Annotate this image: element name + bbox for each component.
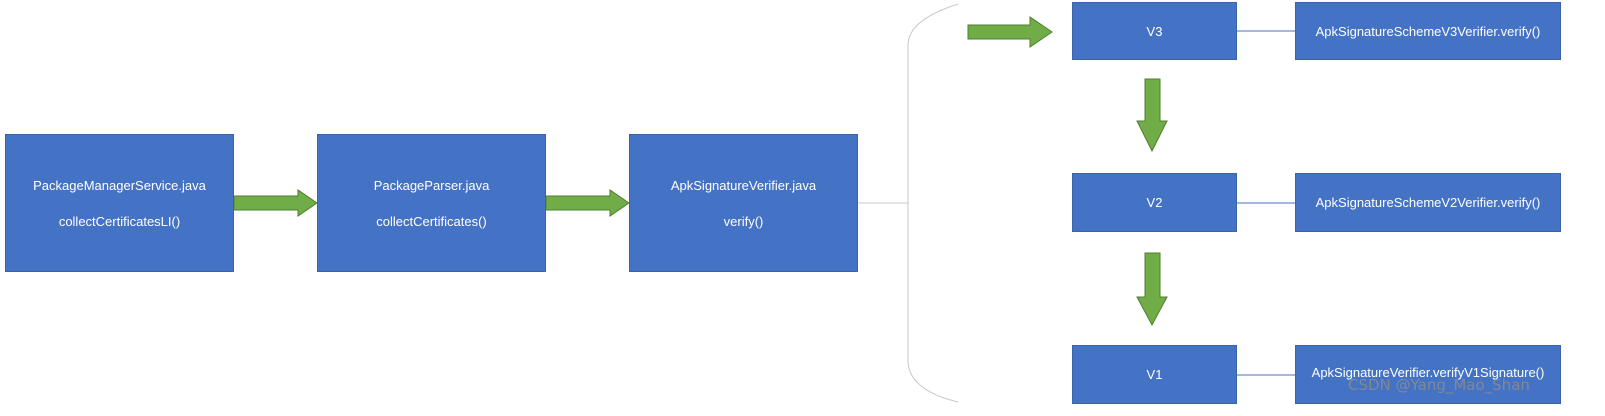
scheme-v1-method-label: ApkSignatureVerifier.verifyV1Signature() [1311, 365, 1545, 380]
scheme-v1-label: V1 [1146, 367, 1163, 382]
arrow-to-v3 [967, 16, 1053, 48]
watermark-text: CSDN @Yang_Mao_Shan [1348, 376, 1530, 394]
apk-signature-verifier-box: ApkSignatureVerifier.java verify() [629, 134, 858, 272]
bracket-line [858, 3, 959, 403]
pms-file-label: PackageManagerService.java [33, 177, 206, 193]
package-parser-box: PackageParser.java collectCertificates() [317, 134, 546, 272]
scheme-v1-box: V1 [1072, 345, 1237, 404]
arrow-parser-to-verifier [545, 189, 630, 217]
scheme-v3-box: V3 [1072, 2, 1237, 60]
arrow-v3-to-v2 [1136, 78, 1168, 153]
verifier-method-label: verify() [723, 213, 764, 229]
package-manager-service-box: PackageManagerService.java collectCertif… [5, 134, 234, 272]
scheme-v3-method-label: ApkSignatureSchemeV3Verifier.verify() [1315, 23, 1541, 39]
scheme-v2-method-label: ApkSignatureSchemeV2Verifier.verify() [1315, 195, 1541, 210]
verifier-file-label: ApkSignatureVerifier.java [670, 177, 817, 193]
scheme-v3-method-box: ApkSignatureSchemeV3Verifier.verify() [1295, 2, 1561, 60]
scheme-v2-method-box: ApkSignatureSchemeV2Verifier.verify() [1295, 173, 1561, 232]
scheme-v3-label: V3 [1146, 23, 1163, 39]
parser-file-label: PackageParser.java [373, 177, 490, 193]
scheme-v1-method-box: ApkSignatureVerifier.verifyV1Signature() [1295, 345, 1561, 404]
arrow-v2-to-v1 [1136, 252, 1168, 327]
parser-method-label: collectCertificates() [376, 213, 487, 229]
scheme-v2-box: V2 [1072, 173, 1237, 232]
arrow-pms-to-parser [233, 189, 318, 217]
scheme-v2-label: V2 [1146, 195, 1163, 210]
pms-method-label: collectCertificatesLI() [58, 213, 181, 229]
